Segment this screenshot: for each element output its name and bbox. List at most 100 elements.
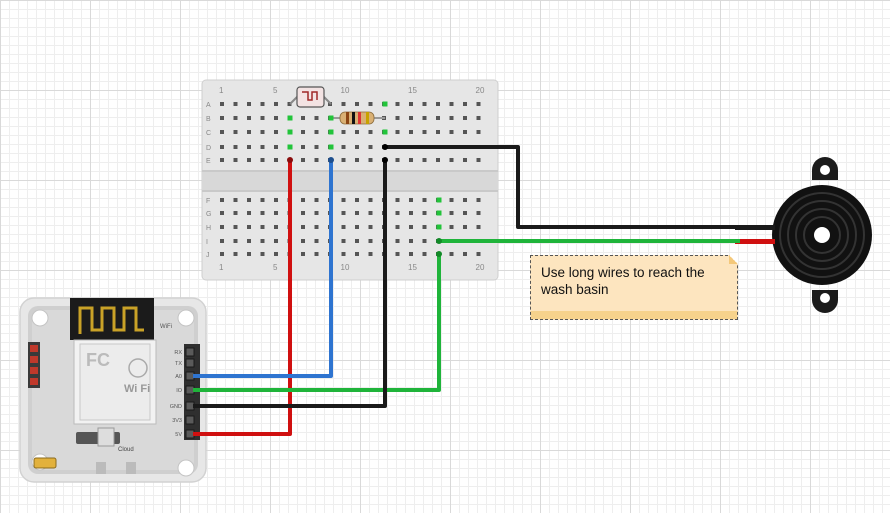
hole <box>314 225 319 229</box>
hole <box>301 252 305 256</box>
hole <box>355 102 359 106</box>
hole <box>476 252 481 256</box>
hole <box>409 225 413 229</box>
hole <box>247 211 251 215</box>
photoresistor[interactable] <box>289 86 332 108</box>
hole <box>463 116 467 120</box>
hole <box>247 252 251 256</box>
column-number: 10 <box>341 86 350 95</box>
pin-label: 3V3 <box>172 418 182 424</box>
hole <box>395 252 400 256</box>
hole <box>220 211 224 215</box>
hole <box>233 158 238 162</box>
hole <box>260 198 265 202</box>
hole <box>220 252 224 256</box>
hole <box>476 225 481 229</box>
hole <box>220 145 224 149</box>
annotation-note[interactable]: Use long wires to reach the wash basin <box>530 255 738 320</box>
hole <box>355 145 359 149</box>
hole <box>341 225 346 229</box>
pin-socket[interactable] <box>185 429 195 439</box>
wire-green-io[interactable] <box>193 254 441 392</box>
hole <box>341 158 346 162</box>
hole <box>220 130 224 134</box>
hole <box>301 130 305 134</box>
wire-black-buzzer[interactable] <box>385 145 740 229</box>
hole <box>449 158 454 162</box>
hole <box>247 145 251 149</box>
connected-hole <box>382 129 388 135</box>
row-label: A <box>206 102 211 109</box>
connected-hole <box>382 101 388 107</box>
hole <box>463 130 467 134</box>
hole <box>355 158 359 162</box>
hole <box>368 158 373 162</box>
hole <box>274 225 278 229</box>
pin-socket[interactable] <box>185 401 195 411</box>
hole <box>260 225 265 229</box>
hole <box>409 198 413 202</box>
hole <box>220 102 224 106</box>
pin-socket[interactable] <box>185 347 195 357</box>
hole <box>220 239 224 243</box>
hole <box>422 102 427 106</box>
hole <box>409 211 413 215</box>
hole <box>233 198 238 202</box>
pin-socket[interactable] <box>185 371 195 381</box>
piezo-buzzer[interactable] <box>735 157 872 313</box>
hole <box>233 252 238 256</box>
hole <box>233 211 238 215</box>
hole <box>449 102 454 106</box>
hole <box>395 130 400 134</box>
hole <box>274 239 278 243</box>
hole <box>274 198 278 202</box>
hole <box>476 116 481 120</box>
hole <box>355 252 359 256</box>
hole <box>260 130 265 134</box>
hole <box>422 239 427 243</box>
pin-socket[interactable] <box>185 415 195 425</box>
column-number: 20 <box>476 86 485 95</box>
row-label: I <box>206 239 208 246</box>
note-fold <box>729 255 738 264</box>
wire-red-5v[interactable] <box>193 160 292 436</box>
hole <box>314 116 319 120</box>
pin-label: 5V <box>175 432 182 438</box>
hole <box>422 198 427 202</box>
connected-hole <box>328 115 334 121</box>
hole <box>436 102 440 106</box>
hole <box>476 198 481 202</box>
hole <box>301 198 305 202</box>
hole <box>301 116 305 120</box>
hole <box>260 252 265 256</box>
hole <box>463 158 467 162</box>
hole <box>233 116 238 120</box>
hole <box>220 198 224 202</box>
row-label: C <box>206 130 211 137</box>
pin-socket[interactable] <box>185 385 195 395</box>
connected-hole <box>287 129 293 135</box>
hole <box>260 116 265 120</box>
wire-blue-a0[interactable] <box>193 160 333 378</box>
hole <box>368 102 373 106</box>
hole <box>341 145 346 149</box>
hole <box>220 158 224 162</box>
row-label: J <box>206 252 210 259</box>
wire-black-gnd[interactable] <box>193 160 387 408</box>
hole <box>341 252 346 256</box>
hole <box>368 239 373 243</box>
hole <box>395 225 400 229</box>
pin-socket[interactable] <box>185 358 195 368</box>
hole <box>422 225 427 229</box>
resistor[interactable] <box>331 111 385 125</box>
column-number: 5 <box>273 263 278 272</box>
hole <box>463 198 467 202</box>
hole <box>247 158 251 162</box>
hole <box>301 158 305 162</box>
hole <box>422 116 427 120</box>
hole <box>274 158 278 162</box>
